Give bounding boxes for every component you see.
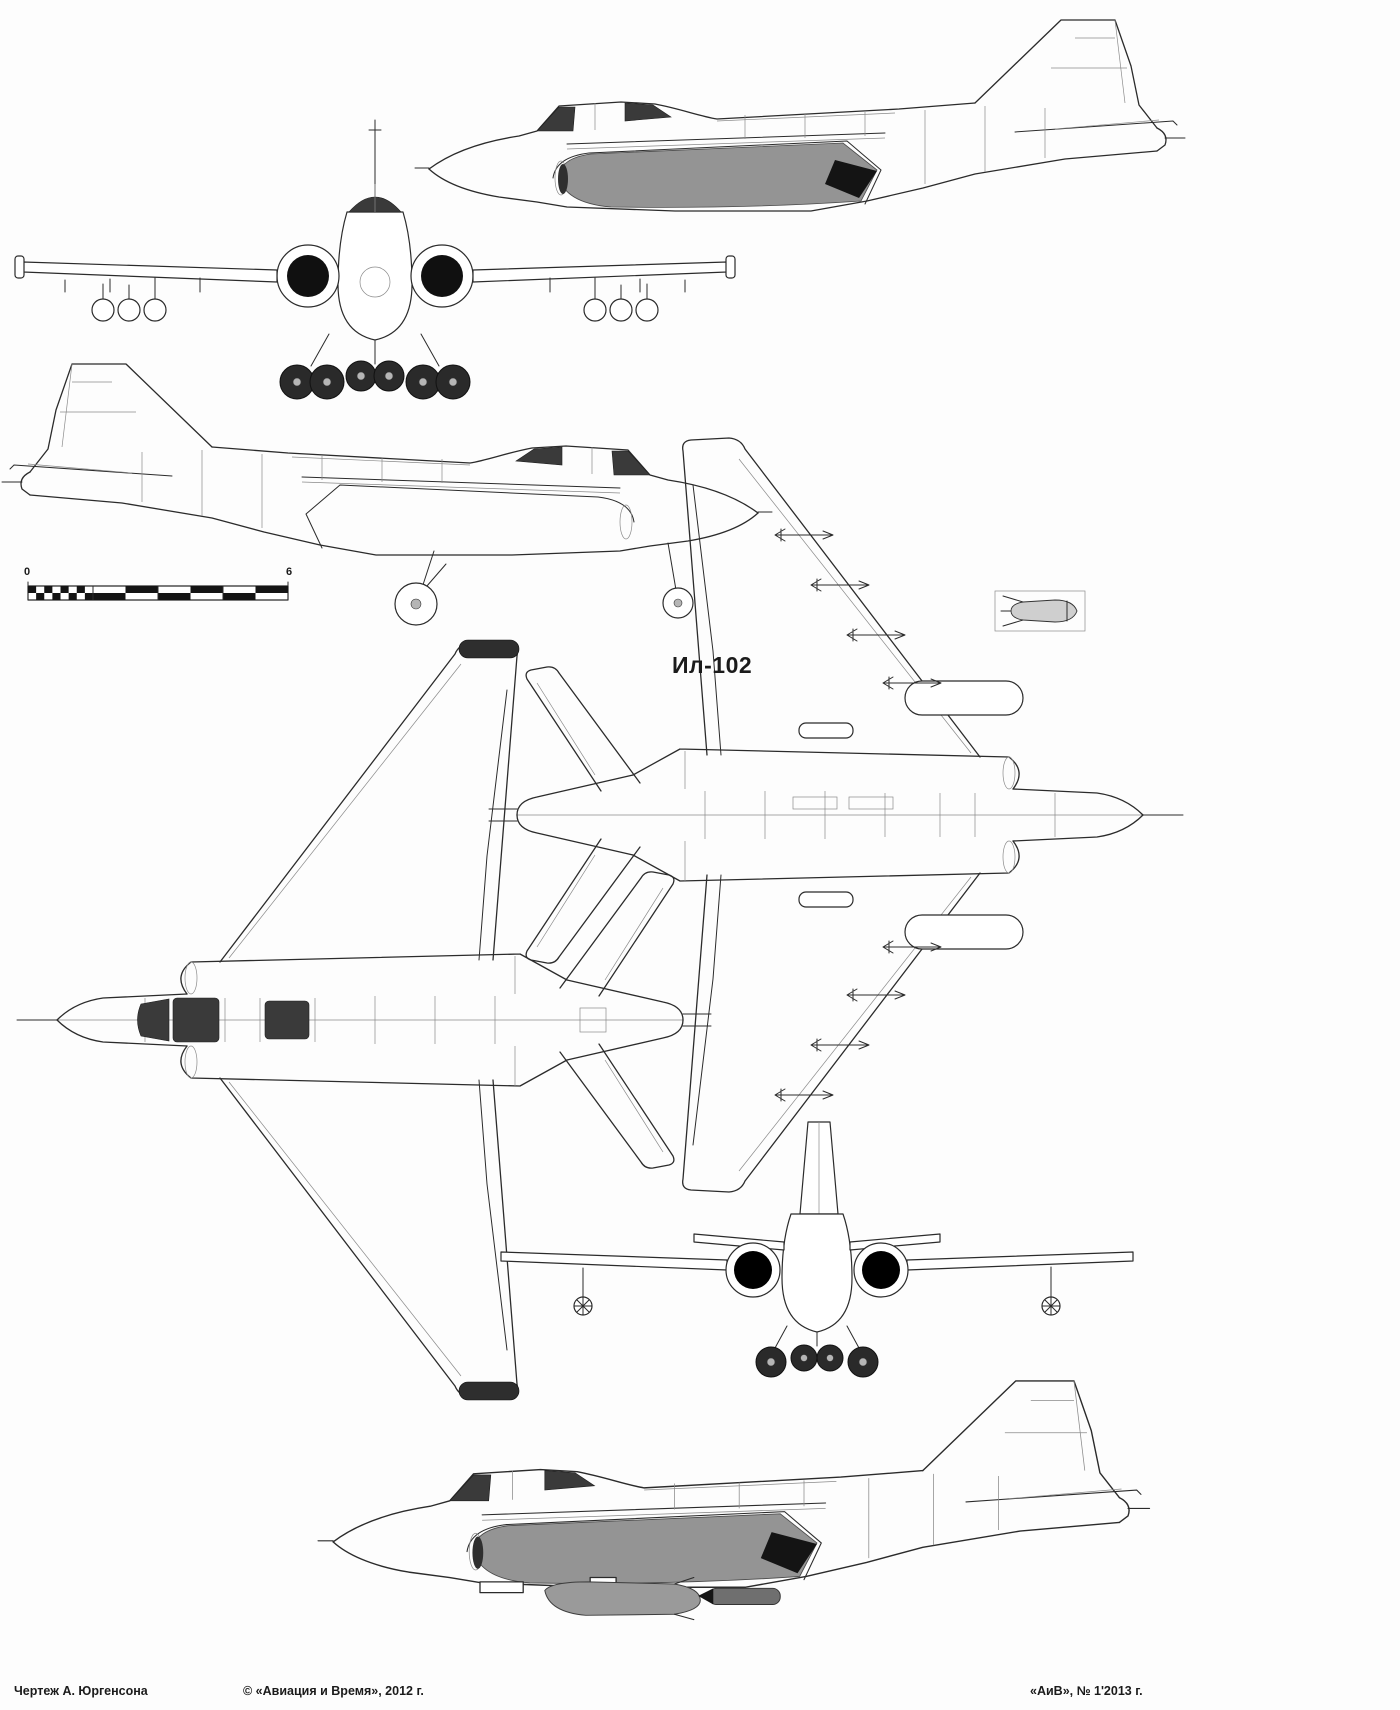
side-view-top-right	[414, 19, 1186, 212]
rear-view-gear-down	[500, 1121, 1134, 1378]
plan-view-top-surface	[16, 639, 712, 1401]
distance-scale-bar	[27, 581, 289, 601]
scale-label-start: 0	[24, 566, 31, 578]
scale-label-end: 6	[286, 566, 293, 578]
aircraft-title-label: Ил-102	[672, 652, 753, 678]
footer-credit: Чертеж А. Юргенсона	[14, 1684, 148, 1698]
footer-issue: «АиВ», № 1'2013 г.	[1030, 1684, 1143, 1698]
plan-view-bottom-weapons	[488, 437, 1184, 1193]
side-view-bottom-stores	[317, 1380, 1151, 1621]
footer-copyright: © «Авиация и Время», 2012 г.	[243, 1684, 424, 1698]
